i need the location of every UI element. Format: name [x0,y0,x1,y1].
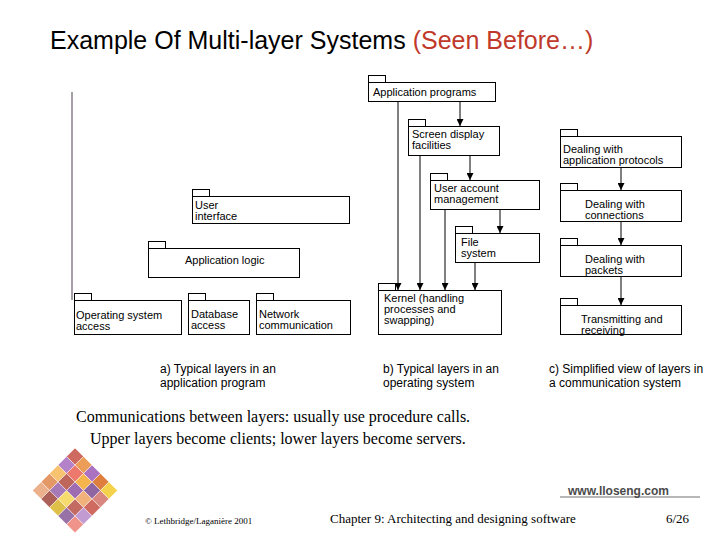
dependency-arrow [470,156,471,180]
website: www.lloseng.com [568,484,669,498]
package-label: Application logic [185,255,265,266]
package-label: User account management [434,183,518,205]
package-label: Kernel (handling processes and swapping) [384,293,498,326]
package-box: File system [455,233,540,263]
chapter-footer: Chapter 9: Architecting and designing so… [330,511,576,526]
package-box: Operating system access [74,300,182,335]
title-row: Example Of Multi-layer Systems [50,26,406,55]
dependency-arrow [445,210,446,290]
slide-title: Example Of Multi-layer Systems [50,26,406,54]
package-box: Kernel (handling processes and swapping) [378,290,502,335]
package-label: Dealing with application protocols [563,144,675,166]
page-number: 6/26 [666,511,689,526]
caption-c: c) Simplified view of layers in a commun… [549,362,709,390]
package-label: Operating system access [76,310,176,332]
package-label: Database access [191,309,247,331]
dependency-arrow [500,210,501,233]
caption-a: a) Typical layers in an application prog… [160,362,295,390]
package-label: Transmitting and receiving [581,314,671,336]
package-box: Transmitting and receiving [560,305,682,335]
dependency-arrow [621,277,622,305]
package-box: User interface [192,196,350,224]
package-label: Network communication [259,309,349,331]
package-box: Application programs [368,82,496,102]
dependency-arrow [398,102,399,290]
package-label: Dealing with packets [585,254,669,276]
title-note: (Seen Before…) [413,26,594,55]
package-box: Dealing with application protocols [560,136,682,168]
package-box: Application logic [148,248,300,278]
dependency-arrow [621,222,622,245]
package-box: Database access [188,300,250,335]
package-box: Dealing with packets [560,245,682,277]
package-label: Screen display facilities [412,129,496,151]
package-label: Application programs [373,87,497,98]
package-box: Network communication [256,300,351,335]
caption-b: b) Typical layers in an operating system [383,362,518,390]
package-label: Dealing with connections [585,199,669,221]
dependency-arrow [460,102,461,126]
side-rule [71,92,73,300]
quilt-logo [33,448,118,533]
package-label: File system [461,237,501,259]
package-box: Screen display facilities [408,126,500,156]
dependency-arrow [420,156,421,290]
package-box: User account management [430,180,540,210]
quilt-patch [67,516,84,533]
note-line: Communications between layers: usually u… [76,408,470,426]
dependency-arrow [621,168,622,190]
note-line: Upper layers become clients; lower layer… [90,430,466,448]
package-box: Dealing with connections [560,190,682,222]
copyright: © Lethbridge/Laganière 2001 [145,516,252,526]
package-label: User interface [195,200,255,222]
dependency-arrow [475,263,476,290]
